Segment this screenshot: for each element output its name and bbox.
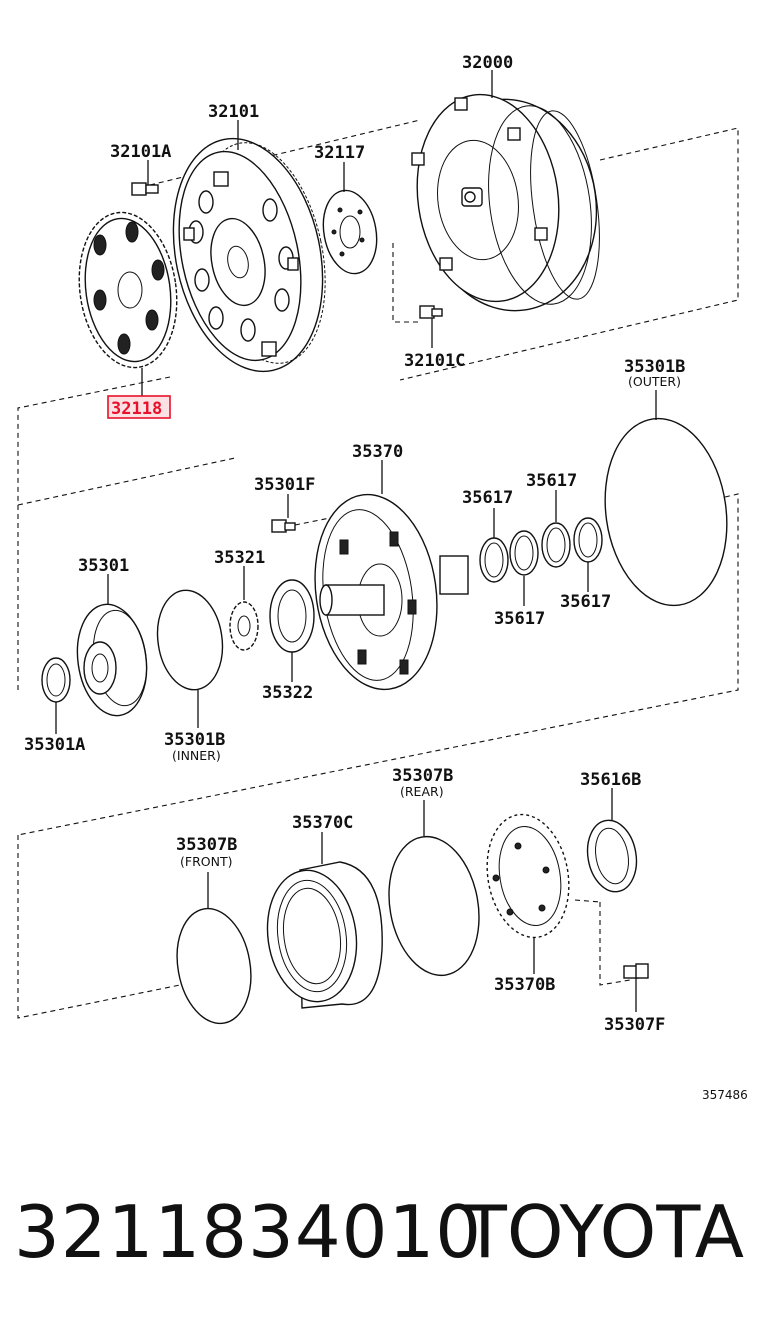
note-front: (FRONT) [180, 854, 232, 869]
label-32118: 32118 [111, 399, 162, 419]
spacer-32117 [322, 189, 378, 275]
torque-converter-32000 [411, 93, 600, 312]
o-ring-35307B-rear [388, 835, 480, 977]
oil-pump-body-35370 [314, 493, 469, 691]
drive-gear-35321 [229, 601, 259, 651]
label-35301B-inner: 35301B [164, 730, 225, 750]
label-35307B-rear: 35307B [392, 766, 453, 786]
footer: 3211834010 TOYOTA [0, 1190, 760, 1280]
label-35322: 35322 [262, 683, 313, 703]
note-rear: (REAR) [400, 784, 444, 799]
label-35301B-outer: 35301B [624, 357, 685, 377]
o-ring-35301B-outer [604, 417, 728, 607]
oil-pump-cover-35301 [76, 603, 148, 717]
label-32101C: 32101C [404, 351, 465, 371]
o-ring-35307B-front [176, 907, 252, 1025]
label-32000: 32000 [462, 53, 513, 73]
bolt-32101A [131, 182, 159, 196]
plate-35616B [586, 819, 638, 893]
bolt-32101C [419, 305, 443, 319]
label-35301A: 35301A [24, 735, 85, 755]
middle-frame-line [17, 493, 739, 836]
brand-name: TOYOTA [462, 1190, 744, 1274]
part-number: 3211834010 [14, 1190, 483, 1274]
stator-shaft-35370B [486, 813, 570, 939]
lower-frame-line [599, 902, 631, 986]
link-line [392, 243, 420, 323]
label-32101A: 32101A [110, 142, 171, 162]
driven-gear-35322 [269, 579, 315, 653]
seal-rings-35617 [479, 517, 603, 583]
label-32117: 32117 [314, 143, 365, 163]
highlight-32118 [107, 395, 171, 419]
label-35617: 35617 [560, 592, 611, 612]
oil-seal-35301A [41, 657, 71, 703]
note-inner: (INNER) [172, 748, 221, 763]
note-outer: (OUTER) [628, 374, 681, 389]
label-32101: 32101 [208, 102, 259, 122]
link-line [574, 899, 601, 903]
label-35321: 35321 [214, 548, 265, 568]
label-35617: 35617 [526, 471, 577, 491]
o-ring-35301B-inner [156, 589, 224, 691]
sleeve-35370C [266, 861, 383, 1009]
label-35616B: 35616B [580, 770, 641, 790]
diagram-reference-number: 357486 [702, 1088, 748, 1102]
label-35370C: 35370C [292, 813, 353, 833]
link-line [294, 517, 331, 526]
upper-frame-line [399, 127, 739, 381]
middle-frame-line [17, 457, 236, 506]
drive-plate-32101 [172, 137, 326, 373]
label-35307F: 35307F [604, 1015, 665, 1035]
label-35301F: 35301F [254, 475, 315, 495]
label-35307B-front: 35307B [176, 835, 237, 855]
ring-gear-32118 [78, 211, 178, 369]
bolt-35307F [623, 963, 649, 979]
label-35617: 35617 [494, 609, 545, 629]
exploded-parts-diagram: 32000 32101 32101A 32117 32101C 32118 35… [17, 53, 748, 1102]
bolt-35301F [271, 519, 296, 533]
upper-frame-line [17, 376, 171, 505]
label-35370: 35370 [352, 442, 403, 462]
label-35617: 35617 [462, 488, 513, 508]
label-35370B: 35370B [494, 975, 555, 995]
lower-frame-line [17, 835, 181, 1019]
label-35301: 35301 [78, 556, 129, 576]
